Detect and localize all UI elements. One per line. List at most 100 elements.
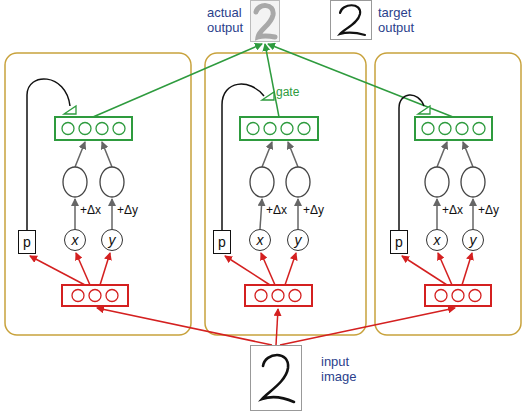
coordinate-label: y [102, 232, 122, 248]
pose-box: p [390, 230, 408, 254]
unit [422, 123, 434, 135]
recognition-layers [62, 285, 491, 306]
recognition-line [261, 253, 275, 285]
unit [89, 290, 101, 302]
recognition-layer [245, 285, 312, 306]
shift-label: +Δx [266, 203, 287, 217]
recognition-layer [62, 285, 128, 306]
unit [473, 123, 485, 135]
generation-unit [461, 167, 485, 197]
image-box: actual output [250, 0, 280, 42]
image-background [250, 0, 280, 42]
coordinate-label: x [427, 232, 447, 248]
input-line [276, 309, 278, 345]
shift-label: +Δx [442, 203, 463, 217]
unit [72, 290, 84, 302]
generation-arrow [288, 142, 298, 167]
input-line [280, 308, 455, 345]
gate-wires [27, 79, 424, 232]
gate-wire [399, 95, 424, 232]
shift-label: +Δy [117, 203, 138, 217]
unit [298, 123, 310, 135]
reconstructed-digit [256, 6, 275, 37]
coordinate-unit: x [249, 229, 271, 251]
shift-arrow [111, 199, 113, 229]
generation-arrow [75, 142, 85, 167]
unit [113, 123, 125, 135]
shift-arrow [472, 199, 474, 229]
coordinate-unit: y [101, 229, 123, 251]
unit [264, 123, 276, 135]
coordinate-unit: x [64, 229, 86, 251]
input-lines [30, 253, 472, 345]
shift-label: +Δx [80, 203, 101, 217]
coordinate-unit: y [287, 229, 309, 251]
image-box: input image [250, 345, 302, 411]
unit [452, 290, 464, 302]
generation-unit [100, 167, 124, 197]
recognition-line [462, 253, 472, 285]
generation-arrow [102, 142, 112, 167]
input-digit [262, 355, 294, 402]
shift-label: +Δy [478, 203, 499, 217]
generation-lines [75, 142, 473, 229]
coordinate-unit: y [462, 229, 484, 251]
recognition-units [72, 290, 481, 302]
recognition-line [30, 256, 85, 285]
recognition-line [402, 256, 447, 285]
generation-arrow [437, 142, 447, 167]
gate-wire [222, 84, 264, 232]
pose-label: p [19, 234, 35, 250]
pose-label: p [214, 234, 230, 250]
unit [62, 123, 74, 135]
generation-arrow [463, 142, 473, 167]
gate-symbol [64, 106, 76, 114]
output-units [62, 123, 485, 135]
generation-units [63, 167, 485, 197]
shift-arrow [436, 199, 438, 229]
generation-unit [250, 167, 274, 197]
shift-arrow [297, 199, 299, 229]
output-line [268, 44, 453, 117]
coordinate-unit: x [426, 229, 448, 251]
shift-arrow [260, 199, 262, 229]
output-layer [240, 117, 318, 140]
gate-label: gate [276, 85, 299, 99]
gate-wire [27, 79, 70, 232]
unit [106, 290, 118, 302]
unit [439, 123, 451, 135]
image-caption: actual output [207, 5, 247, 35]
recognition-line [285, 253, 296, 285]
coordinate-label: y [288, 232, 308, 248]
unit [272, 290, 284, 302]
pose-box: p [18, 230, 36, 254]
output-layer [55, 117, 132, 140]
recognition-line [100, 253, 110, 285]
unit [281, 123, 293, 135]
output-line [93, 44, 262, 117]
gates [64, 92, 430, 114]
unit [456, 123, 468, 135]
capsule [5, 53, 191, 335]
unit [247, 123, 259, 135]
output-layer [415, 117, 492, 140]
generation-unit [286, 167, 310, 197]
unit [96, 123, 108, 135]
output-line [265, 44, 279, 117]
coordinate-label: y [463, 232, 483, 248]
pose-box: p [213, 230, 231, 254]
coordinate-label: x [250, 232, 270, 248]
image-caption: target output [378, 5, 426, 35]
recognition-line [225, 256, 270, 285]
shift-arrow [74, 199, 76, 229]
unit [79, 123, 91, 135]
unit [469, 290, 481, 302]
input-line [97, 308, 272, 345]
capsule [205, 53, 366, 335]
gate-symbol [418, 106, 430, 114]
generation-unit [63, 167, 87, 197]
gate-symbol [262, 92, 274, 100]
unit [255, 290, 267, 302]
pose-label: p [391, 234, 407, 250]
